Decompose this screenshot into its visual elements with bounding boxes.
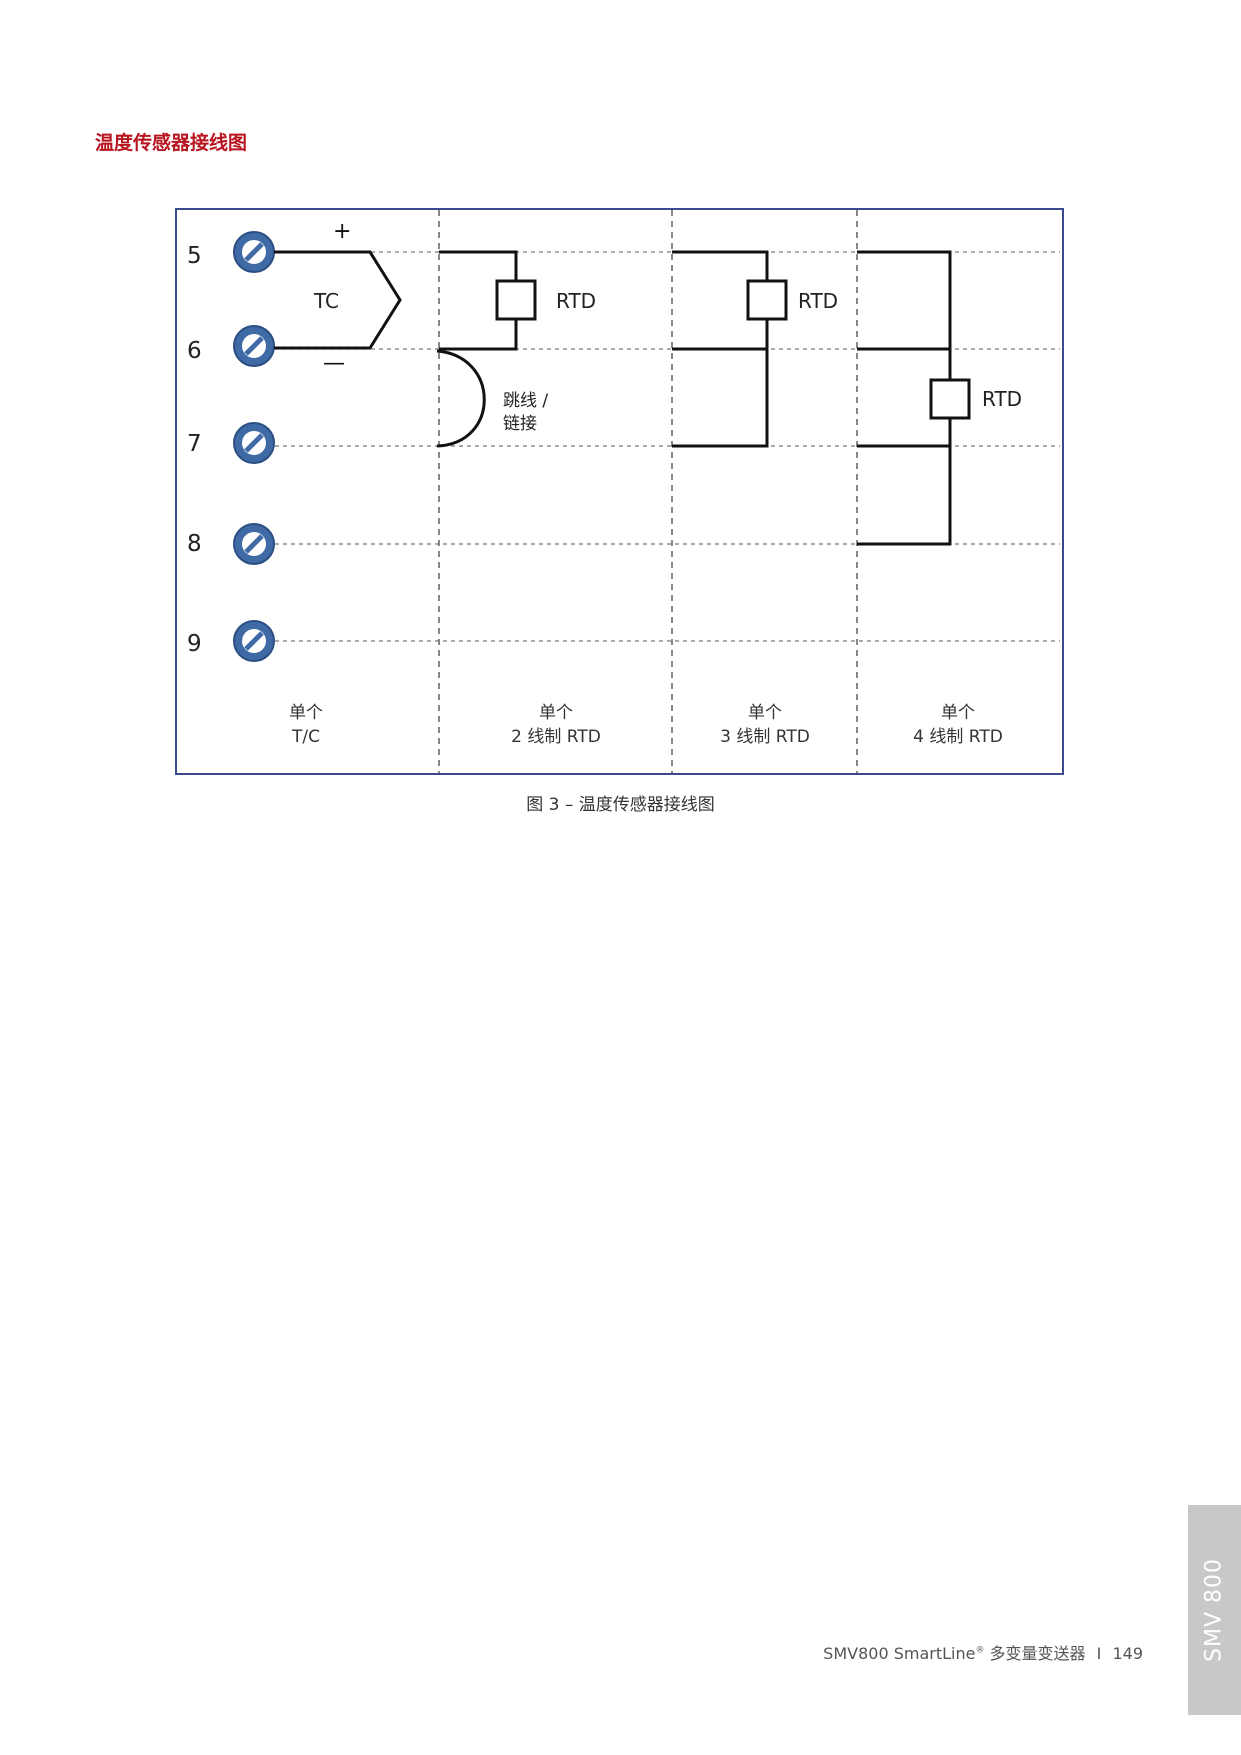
section-title: 温度传感器接线图	[95, 132, 248, 154]
terminal-number: 7	[187, 431, 202, 457]
terminal-screws	[233, 231, 275, 662]
column-label: 4 线制 RTD	[913, 727, 1003, 747]
rtd-2wire	[436, 250, 537, 448]
terminal-number: 8	[187, 531, 202, 557]
terminal-number: 6	[187, 338, 202, 364]
tc-minus-label: —	[323, 351, 345, 376]
rtd-label: RTD	[982, 387, 1022, 411]
column-label: 单个	[539, 703, 573, 723]
rtd-label: RTD	[556, 289, 596, 313]
figure-caption: 图 3 – 温度传感器接线图	[526, 795, 715, 815]
diagram-frame	[175, 208, 1064, 775]
column-label: T/C	[291, 727, 320, 747]
column-label: 单个	[748, 703, 782, 723]
page-number: 149	[1112, 1644, 1143, 1663]
page-footer: SMV800 SmartLine® 多变量变送器 I 149	[823, 1640, 1143, 1664]
footer-description: 多变量变送器	[984, 1644, 1086, 1663]
tc-plus-label: +	[333, 219, 351, 244]
terminal-screw-icon	[233, 523, 275, 565]
terminal-number: 5	[187, 243, 202, 269]
jumper-label: 链接	[503, 414, 537, 434]
wiring-diagram: 5 6 7 8 9	[175, 208, 1064, 775]
footer-reg-mark: ®	[975, 1645, 985, 1656]
terminal-screw-icon	[233, 620, 275, 662]
side-tab: SMV 800	[1188, 1505, 1241, 1715]
terminal-number: 9	[187, 631, 202, 657]
footer-separator: I	[1096, 1644, 1102, 1663]
side-tab-label: SMV 800	[1201, 1558, 1227, 1662]
column-label: 单个	[941, 703, 975, 723]
rtd-3wire	[672, 250, 788, 448]
column-label: 3 线制 RTD	[720, 727, 810, 747]
column-label: 2 线制 RTD	[511, 727, 601, 747]
column-label: 单个	[289, 703, 323, 723]
tc-label: TC	[313, 289, 339, 313]
rtd-label: RTD	[798, 289, 838, 313]
rtd-4wire	[857, 250, 971, 546]
terminal-screw-icon	[233, 231, 275, 273]
jumper-label: 跳线 /	[503, 391, 548, 411]
footer-product: SMV800 SmartLine	[823, 1644, 976, 1663]
terminal-screw-icon	[233, 325, 275, 367]
thermocouple-symbol	[274, 250, 402, 350]
terminal-screw-icon	[233, 422, 275, 464]
